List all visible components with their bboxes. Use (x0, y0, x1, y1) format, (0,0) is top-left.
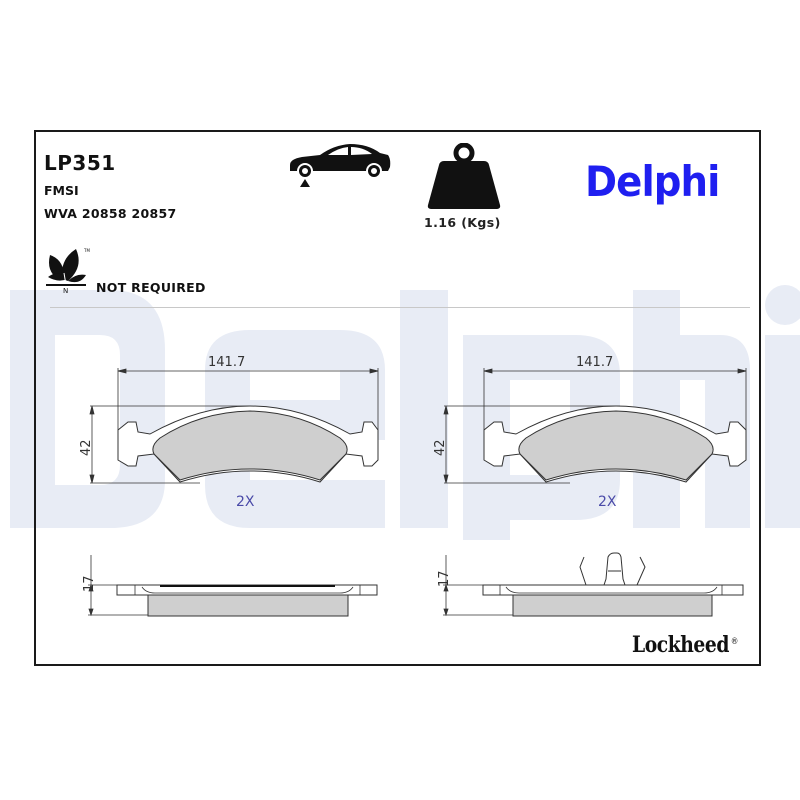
header-divider (50, 307, 750, 308)
datasheet-frame (34, 130, 761, 666)
spring-clip (579, 552, 646, 586)
left-pad-quantity: 2X (236, 494, 255, 510)
part-number: LP351 (44, 151, 116, 175)
eco-tm-mark: TM (83, 248, 90, 253)
weight-icon (427, 143, 501, 209)
right-pad-width-dim: 141.7 (576, 355, 613, 370)
right-pad-height-dim: 42 (433, 439, 448, 456)
leaf-eco-icon: N TM (46, 248, 90, 295)
lockheed-logo-text: Lockheed (632, 632, 730, 658)
car-lift-point-icon (290, 144, 391, 187)
right-pad-front-drawing: 141.7 42 2X (433, 355, 747, 510)
right-pad-thickness-dim: 17 (437, 570, 452, 587)
fmsi-label: FMSI (44, 183, 79, 198)
left-pad-thickness-dim: 17 (82, 575, 97, 592)
right-pad-side-drawing: 17 (437, 552, 744, 617)
right-pad-quantity: 2X (598, 494, 617, 510)
registered-mark: ® (730, 636, 739, 647)
left-pad-height-dim: 42 (80, 439, 94, 456)
eco-n-letter: N (63, 287, 68, 295)
delphi-logo: Delphi (585, 157, 720, 206)
eco-status-label: NOT REQUIRED (96, 280, 206, 295)
left-pad-front-drawing: 141.7 42 2X (80, 355, 379, 510)
left-pad-side-drawing: 17 (82, 555, 378, 617)
wva-numbers: WVA 20858 20857 (44, 206, 177, 221)
weight-value: 1.16 (Kgs) (424, 215, 501, 230)
left-pad-width-dim: 141.7 (208, 355, 245, 370)
lockheed-logo: Lockheed® (632, 632, 738, 658)
